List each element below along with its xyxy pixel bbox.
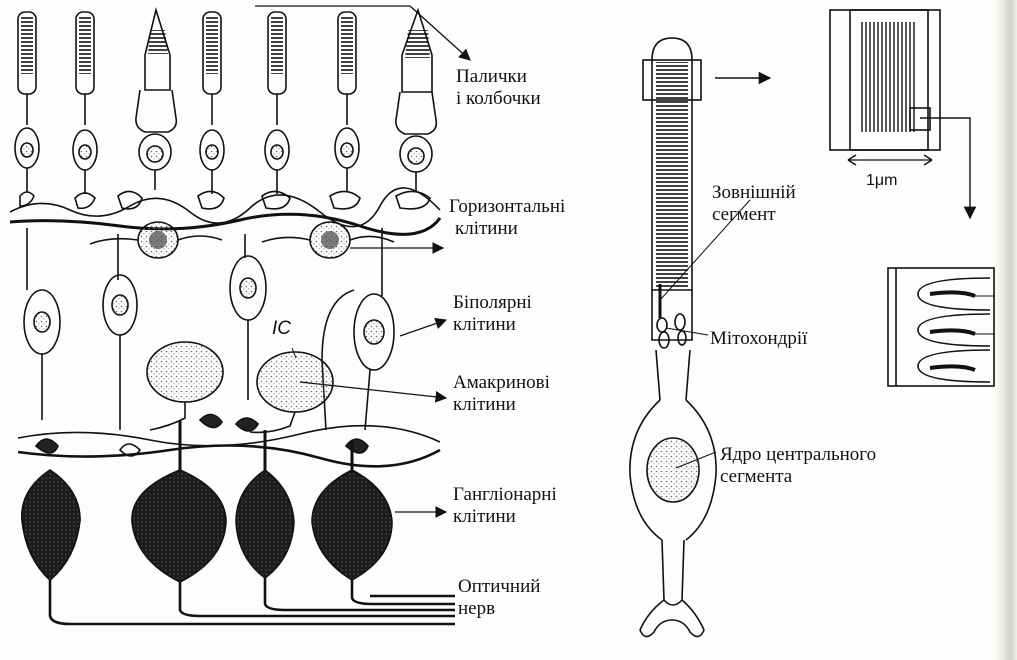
photoreceptors [15,10,436,194]
label-nucleus-line2: сегмента [720,466,876,488]
disc-magnification [830,10,940,165]
label-horizontal-line2: клітини [449,218,565,240]
membrane-folds [888,268,1010,386]
label-horizontal-line1: Горизонтальні [449,196,565,218]
optic-nerve-fibres [50,578,455,624]
rod-1 [15,12,39,192]
label-bipolar-line2: клітини [453,314,532,336]
label-nucleus: Ядро центрального сегмента [720,444,876,488]
label-optic-nerve-line1: Оптичний [458,576,540,598]
amacrine-cells [147,342,333,432]
label-amacrine-line1: Амакринові [453,372,550,394]
right-arrows [660,78,970,468]
label-ganglion-cells: Гангліонарні клітини [453,484,557,528]
rod-detail [630,38,716,637]
label-amacrine-line2: клітини [453,394,550,416]
cone-1 [136,10,176,190]
label-rods-cones-line2: і колбочки [456,88,541,110]
left-arrows [255,6,470,512]
label-nucleus-line1: Ядро центрального [720,444,876,466]
label-bipolar-cells: Біполярні клітини [453,292,532,336]
label-scale: 1μm [866,170,897,192]
label-horizontal-cells: Горизонтальні клітини [449,196,565,240]
ganglion-cells [22,420,392,610]
rod-3 [200,12,224,194]
label-mitochondria: Мітохондрії [710,328,807,350]
bipolar-cells [24,228,394,430]
rod-4 [265,12,289,194]
label-optic-nerve-line2: нерв [458,598,540,620]
label-amacrine-cells: Амакринові клітини [453,372,550,416]
label-bipolar-line1: Біполярні [453,292,532,314]
label-optic-nerve: Оптичний нерв [458,576,540,620]
label-outer-segment-line1: Зовнішній [712,182,796,204]
label-outer-segment: Зовнішній сегмент [712,182,796,226]
cone-2 [396,10,436,192]
label-rods-cones-line1: Палички [456,66,541,88]
label-rods-cones: Палички і колбочки [456,66,541,110]
rod-2 [73,12,97,194]
scan-edge [995,0,1017,660]
inner-plexiform-layer [18,414,440,466]
label-ganglion-line1: Гангліонарні [453,484,557,506]
label-ic: IC [272,318,291,340]
label-outer-segment-line2: сегмент [712,204,796,226]
label-ganglion-line2: клітини [453,506,557,528]
rod-5 [335,12,359,192]
outer-plexiform-layer [10,188,440,234]
